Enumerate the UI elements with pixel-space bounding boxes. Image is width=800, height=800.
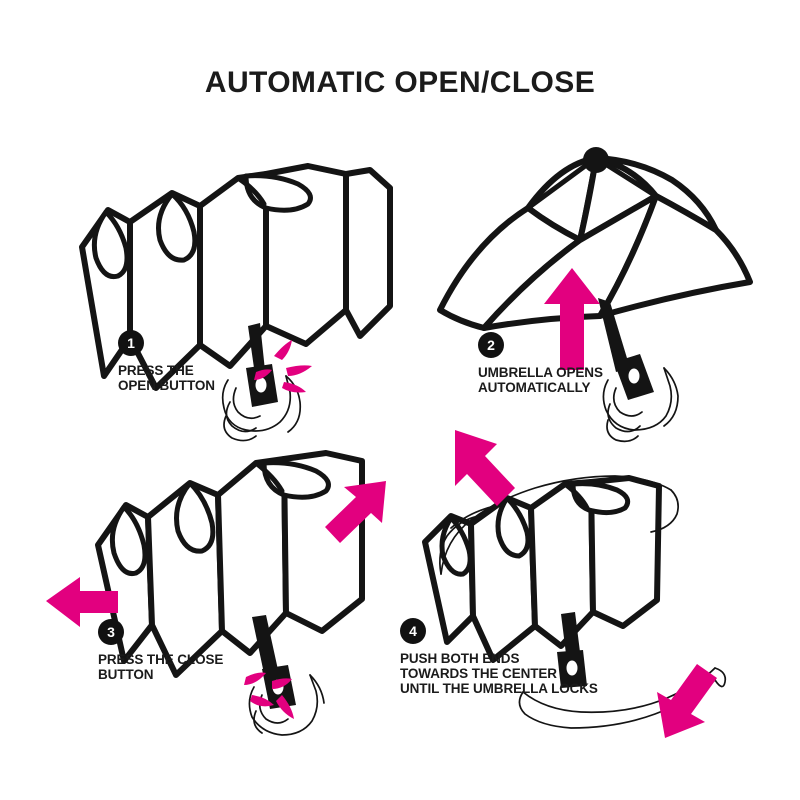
top-hand-pressing bbox=[439, 475, 679, 575]
step-4-badge: 4 bbox=[400, 618, 426, 644]
open-umbrella-canopy bbox=[437, 155, 753, 331]
page-title: AUTOMATIC OPEN/CLOSE bbox=[204, 66, 596, 99]
step-3-caption: 3 PRESS THE CLOSE BUTTON bbox=[98, 619, 223, 682]
umbrella-handle bbox=[246, 364, 278, 407]
step-3-badge: 3 bbox=[98, 619, 124, 645]
push-arrow-top bbox=[455, 430, 515, 506]
step-1-caption: 1 PRESS THE OPEN BUTTON bbox=[118, 330, 215, 393]
open-direction-arrow bbox=[544, 268, 600, 370]
umbrella-fold-tips bbox=[439, 481, 631, 577]
hand-gripping-handle bbox=[221, 375, 302, 442]
umbrella-shaft bbox=[598, 298, 630, 372]
step-3-caption-text: PRESS THE CLOSE BUTTON bbox=[98, 652, 224, 683]
step-4-caption-text: PUSH BOTH ENDS TOWARDS THE CENTER UNTIL … bbox=[400, 651, 598, 697]
umbrella-fold-tips bbox=[91, 173, 313, 280]
close-direction-arrow-right bbox=[325, 481, 386, 543]
step-2-badge: 2 bbox=[478, 332, 504, 358]
umbrella-shaft bbox=[252, 615, 280, 683]
push-arrow-bottom bbox=[657, 664, 717, 738]
press-burst-accent bbox=[244, 672, 294, 719]
step-1-illustration bbox=[60, 130, 400, 442]
step-1-badge: 1 bbox=[118, 330, 144, 356]
umbrella-handle bbox=[614, 354, 654, 400]
canopy-hub bbox=[583, 147, 609, 173]
step-2-caption-text: UMBRELLA OPENS AUTOMATICALLY bbox=[478, 365, 603, 396]
press-burst-accent bbox=[254, 340, 312, 393]
step-4-caption: 4 PUSH BOTH ENDS TOWARDS THE CENTER UNTI… bbox=[400, 618, 598, 696]
step-1-caption-text: PRESS THE OPEN BUTTON bbox=[118, 363, 215, 394]
step-3-illustration bbox=[40, 425, 390, 736]
umbrella-shaft bbox=[561, 612, 581, 662]
hand-gripping-handle bbox=[602, 367, 679, 443]
umbrella-handle bbox=[557, 650, 587, 688]
step-4-illustration bbox=[385, 420, 785, 750]
close-direction-arrow-left bbox=[46, 577, 118, 627]
umbrella-fold-tips bbox=[109, 460, 331, 577]
step-2-caption: 2 UMBRELLA OPENS AUTOMATICALLY bbox=[478, 332, 603, 395]
step-2-illustration bbox=[420, 130, 770, 443]
